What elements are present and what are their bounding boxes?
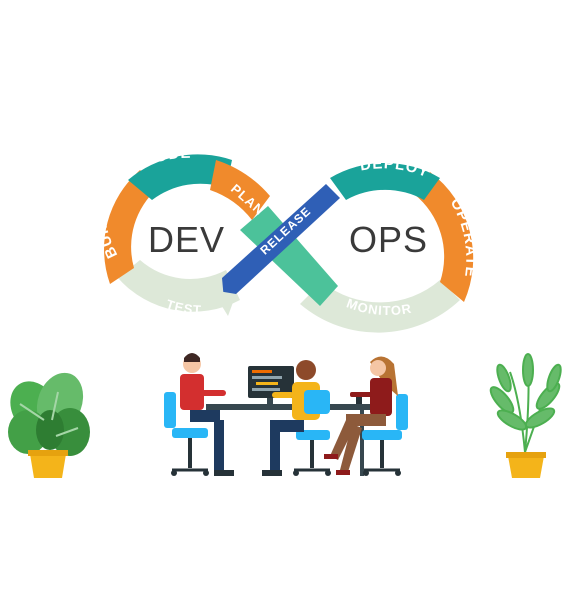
cross-green-segment [240, 206, 338, 306]
person-middle [262, 360, 331, 476]
left-pot [30, 454, 66, 478]
person-left [164, 353, 234, 476]
release-segment [222, 184, 340, 300]
build-segment [104, 170, 158, 284]
team-at-desk [164, 353, 408, 476]
right-pot [508, 456, 544, 478]
code-monitor-icon [248, 366, 294, 404]
right-plant [489, 353, 562, 478]
code-segment [128, 154, 232, 200]
operate-segment [414, 172, 474, 302]
plan-segment [210, 160, 270, 220]
ops-label: OPS [349, 219, 428, 260]
palm-leaves-icon [489, 353, 562, 453]
left-plant [8, 372, 90, 478]
desk-top [206, 404, 370, 410]
dev-label: DEV [148, 219, 225, 260]
monstera-leaves-icon [8, 372, 90, 456]
infinity-loop [104, 154, 474, 333]
test-segment [118, 260, 240, 312]
deploy-segment [330, 162, 440, 200]
cup-icon [356, 396, 362, 404]
monitor-segment [300, 280, 460, 333]
person-right [324, 356, 408, 476]
test-arrow-tip [212, 290, 236, 316]
